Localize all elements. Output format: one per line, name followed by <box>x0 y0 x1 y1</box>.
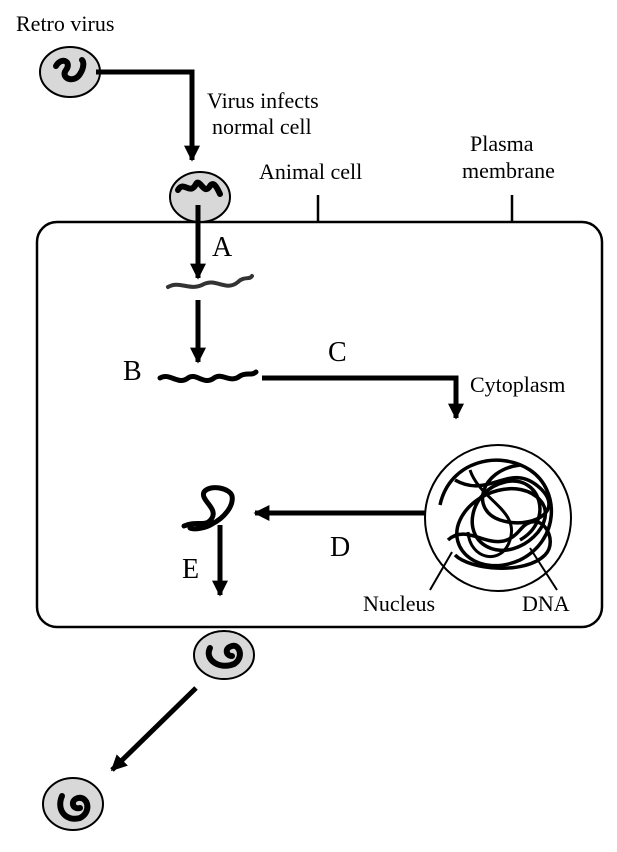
viral-rna-strand <box>166 274 254 289</box>
new-viral-rna <box>181 485 235 532</box>
plasma-membrane-label-line2: membrane <box>462 158 555 183</box>
step-e-label: E <box>182 554 199 585</box>
cytoplasm-label: Cytoplasm <box>470 372 565 397</box>
plasma-membrane-label-line1: Plasma <box>470 131 534 156</box>
nucleus-pointer <box>429 551 453 591</box>
step-c-label: C <box>328 337 347 368</box>
released-virus-icon <box>42 777 104 831</box>
animal-cell-membrane <box>35 220 604 629</box>
step-b-label: B <box>123 356 142 387</box>
virus-infects-label-line2: normal cell <box>212 114 312 139</box>
animal-cell-label: Animal cell <box>259 159 362 184</box>
virus-infects-label-line1: Virus infects <box>207 88 319 113</box>
arrow-c <box>262 375 465 420</box>
step-d-label: D <box>330 532 350 563</box>
nucleus-icon <box>424 444 572 592</box>
dna-pointer <box>529 547 558 591</box>
nucleus-label: Nucleus <box>363 591 435 616</box>
viral-dna-strand <box>157 369 259 384</box>
exiting-virus-icon <box>193 630 255 680</box>
dna-label: DNA <box>522 591 570 616</box>
retro-virus-icon <box>39 46 101 98</box>
release-arrow <box>110 686 198 772</box>
retro-virus-label: Retro virus <box>16 11 114 36</box>
infection-arrow <box>96 69 201 162</box>
step-a-label: A <box>212 232 233 263</box>
